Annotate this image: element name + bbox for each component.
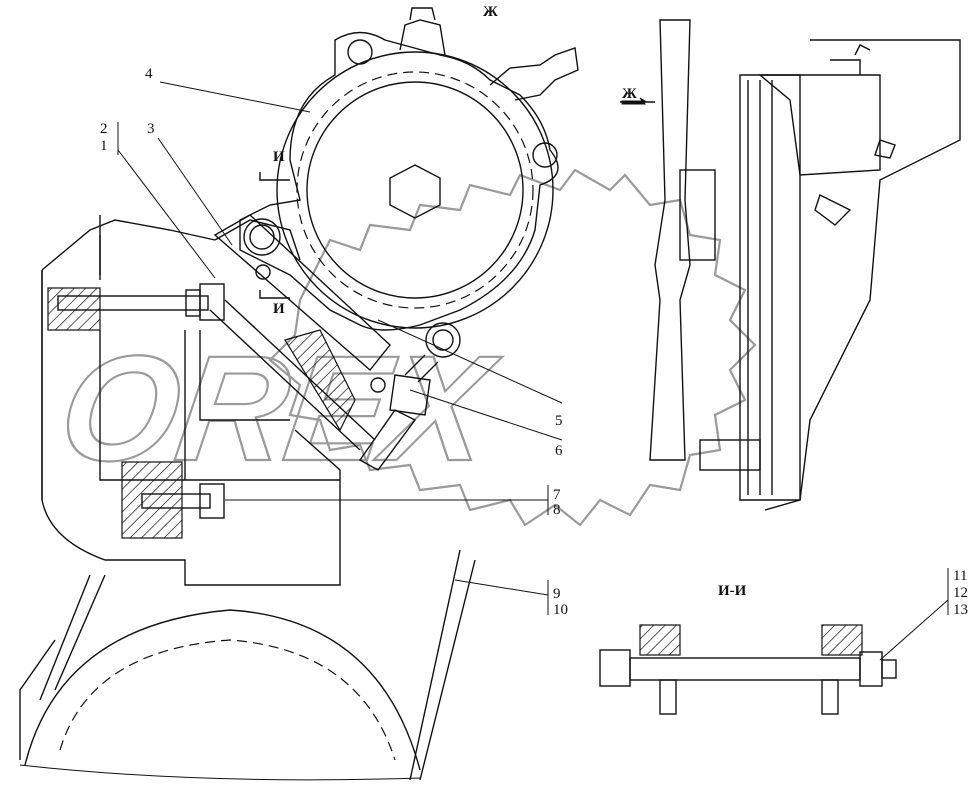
flange-hole-right: [532, 142, 558, 168]
section-hatch-right: [821, 624, 863, 656]
pin-lower: [370, 377, 386, 393]
pump-flange: [239, 31, 559, 331]
ground-line: [19, 764, 421, 781]
engine-left-edge: [41, 215, 101, 500]
callout-4: 4: [145, 66, 153, 82]
callout-3: 3: [147, 121, 155, 137]
watermark-gear: [268, 168, 757, 527]
callout-8: 8: [553, 502, 561, 518]
callout-13: 13: [953, 602, 968, 618]
union-nut: [389, 374, 431, 416]
section-nut: [859, 651, 883, 687]
fitting-right: [489, 47, 579, 101]
strap-hatch: [284, 329, 356, 432]
section-mark-top: [259, 172, 290, 181]
bolt-upper-head: [199, 283, 225, 321]
pivot-hole: [249, 224, 275, 250]
view-arrow-label-zh: Ж: [622, 86, 637, 102]
callout-7: 7: [553, 487, 561, 503]
section-title: И-И: [718, 583, 747, 599]
leader-lines: [117, 81, 949, 661]
section-mark-bottom: [259, 290, 290, 299]
leader-6: [409, 389, 563, 441]
leader-3: [157, 137, 233, 246]
pin-small: [255, 264, 271, 280]
callout-12: 12: [953, 585, 968, 601]
bolt-upper-shank: [57, 295, 209, 311]
section-bolt-head: [599, 649, 631, 687]
lower-pulley-dashed: [59, 639, 396, 761]
section-flange-left: [659, 679, 677, 715]
fan-shroud: [39, 549, 476, 781]
callout-9: 9: [553, 586, 561, 602]
fitting-top: [399, 7, 446, 56]
leader-1-2: [117, 149, 216, 279]
section-label-bottom: И: [273, 301, 285, 317]
pump-housing-dashed: [296, 71, 534, 309]
engine-block-outline: [19, 219, 341, 760]
callout-6: 6: [555, 443, 563, 459]
callout-10: 10: [553, 602, 568, 618]
callout-5: 5: [555, 413, 563, 429]
leader-11-13: [879, 599, 949, 661]
section-bolt-tip: [881, 659, 897, 679]
pump-housing-outer: [276, 51, 554, 329]
leader-4: [159, 81, 311, 113]
hose-end: [358, 409, 417, 471]
side-view-bracket: [764, 39, 961, 511]
section-hatch-left: [639, 624, 681, 656]
labels: Ж Ж И И И-И 4 2 1 3 5 6 7 8 9 10 11 12 1…: [100, 4, 968, 618]
leader-9-10: [454, 579, 549, 596]
side-view-fan-blade: [649, 19, 691, 461]
tension-strap: [209, 214, 391, 451]
banjo-eye-inner: [432, 329, 454, 351]
lower-pulley: [24, 609, 421, 771]
section-flange-right: [821, 679, 839, 715]
side-view-pump-body: [758, 44, 881, 176]
section-ii: [599, 624, 897, 715]
callout-1: 1: [100, 138, 108, 154]
callout-2: 2: [100, 121, 108, 137]
bolt-lower-head: [199, 483, 225, 519]
main-view: [19, 7, 579, 781]
leader-5: [377, 319, 563, 404]
boss-hatch-upper: [47, 287, 101, 331]
bracket-body: [99, 219, 340, 481]
boss-hatch-lower: [121, 461, 183, 539]
side-view-hub: [679, 169, 716, 261]
pivot-boss: [243, 218, 281, 256]
banjo-eye: [425, 322, 461, 358]
washer-upper: [185, 289, 201, 317]
side-view-belt: [739, 74, 801, 501]
side-view-pulley-base: [699, 439, 761, 471]
pulley-nut: [389, 164, 441, 219]
pump-pulley: [306, 81, 524, 299]
callout-11: 11: [953, 568, 967, 584]
bolt-lower-shank: [141, 493, 211, 509]
flange-hole-top: [347, 39, 373, 65]
side-view-zh: [620, 19, 961, 511]
section-bolt-shank: [629, 657, 861, 681]
section-label-top: И: [273, 149, 285, 165]
view-label-zh: Ж: [483, 4, 498, 20]
